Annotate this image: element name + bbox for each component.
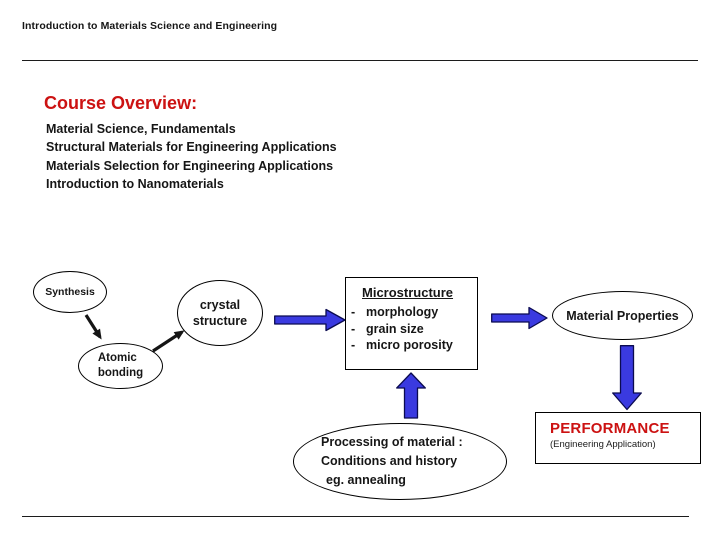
microstructure-item: - micro porosity xyxy=(350,337,473,354)
crystal-structure-label-line2: structure xyxy=(192,314,248,328)
atomic-bonding-label-line2: bonding xyxy=(97,367,144,379)
course-overview-item: Materials Selection for Engineering Appl… xyxy=(46,158,334,173)
course-overview-list: Material Science, Fundamentals Structura… xyxy=(46,120,337,193)
synthesis-ellipse: Synthesis xyxy=(33,271,107,313)
bullet-dash: - xyxy=(351,321,356,336)
microstructure-item-label: grain size xyxy=(366,321,424,336)
bullet-dash: - xyxy=(351,338,356,352)
microstructure-item-label: micro porosity xyxy=(366,338,453,352)
slide-header-title: Introduction to Materials Science and En… xyxy=(22,20,278,32)
bullet-dash: - xyxy=(351,305,356,319)
black-connector-arrows xyxy=(84,314,185,353)
material-properties-ellipse: Material Properties xyxy=(552,291,693,340)
arrow-processing-to-microstructure xyxy=(396,372,426,419)
microstructure-box: Microstructure - morphology - grain size… xyxy=(345,277,478,370)
performance-title: PERFORMANCE xyxy=(550,420,670,437)
processing-label-line2: Conditions and history xyxy=(321,454,458,468)
performance-subtitle: (Engineering Application) xyxy=(550,439,656,450)
footer-divider-line xyxy=(22,516,689,517)
course-overview-item: Introduction to Nanomaterials xyxy=(46,176,224,191)
microstructure-item: - morphology xyxy=(350,304,473,321)
processing-label-line3: eg. annealing xyxy=(326,473,406,487)
microstructure-title: Microstructure xyxy=(362,285,454,300)
material-properties-label: Material Properties xyxy=(566,308,679,323)
course-overview-item: Material Science, Fundamentals xyxy=(46,122,236,136)
course-overview-item: Structural Materials for Engineering App… xyxy=(46,140,337,155)
crystal-structure-label-line1: crystal xyxy=(199,297,241,312)
arrow-microstructure-to-properties xyxy=(491,306,548,330)
processing-label-line1: Processing of material : xyxy=(321,435,463,449)
arrow-synthesis-to-atomic-bonding xyxy=(84,314,102,340)
microstructure-item: - grain size xyxy=(350,321,473,338)
microstructure-item-label: morphology xyxy=(366,305,439,319)
arrow-atomic-bonding-to-crystal-structure xyxy=(152,330,185,353)
synthesis-label: Synthesis xyxy=(45,286,95,298)
header-divider-line xyxy=(22,60,698,61)
arrow-properties-to-performance xyxy=(612,345,642,411)
course-overview-heading: Course Overview: xyxy=(44,93,198,113)
processing-ellipse: Processing of material : Conditions and … xyxy=(293,423,507,500)
crystal-structure-ellipse: crystal structure xyxy=(177,280,263,346)
atomic-bonding-ellipse: Atomic bonding xyxy=(78,343,163,389)
atomic-bonding-label-line1: Atomic xyxy=(97,351,137,364)
arrow-crystal-to-microstructure xyxy=(274,308,346,332)
performance-box: PERFORMANCE (Engineering Application) xyxy=(535,412,701,464)
